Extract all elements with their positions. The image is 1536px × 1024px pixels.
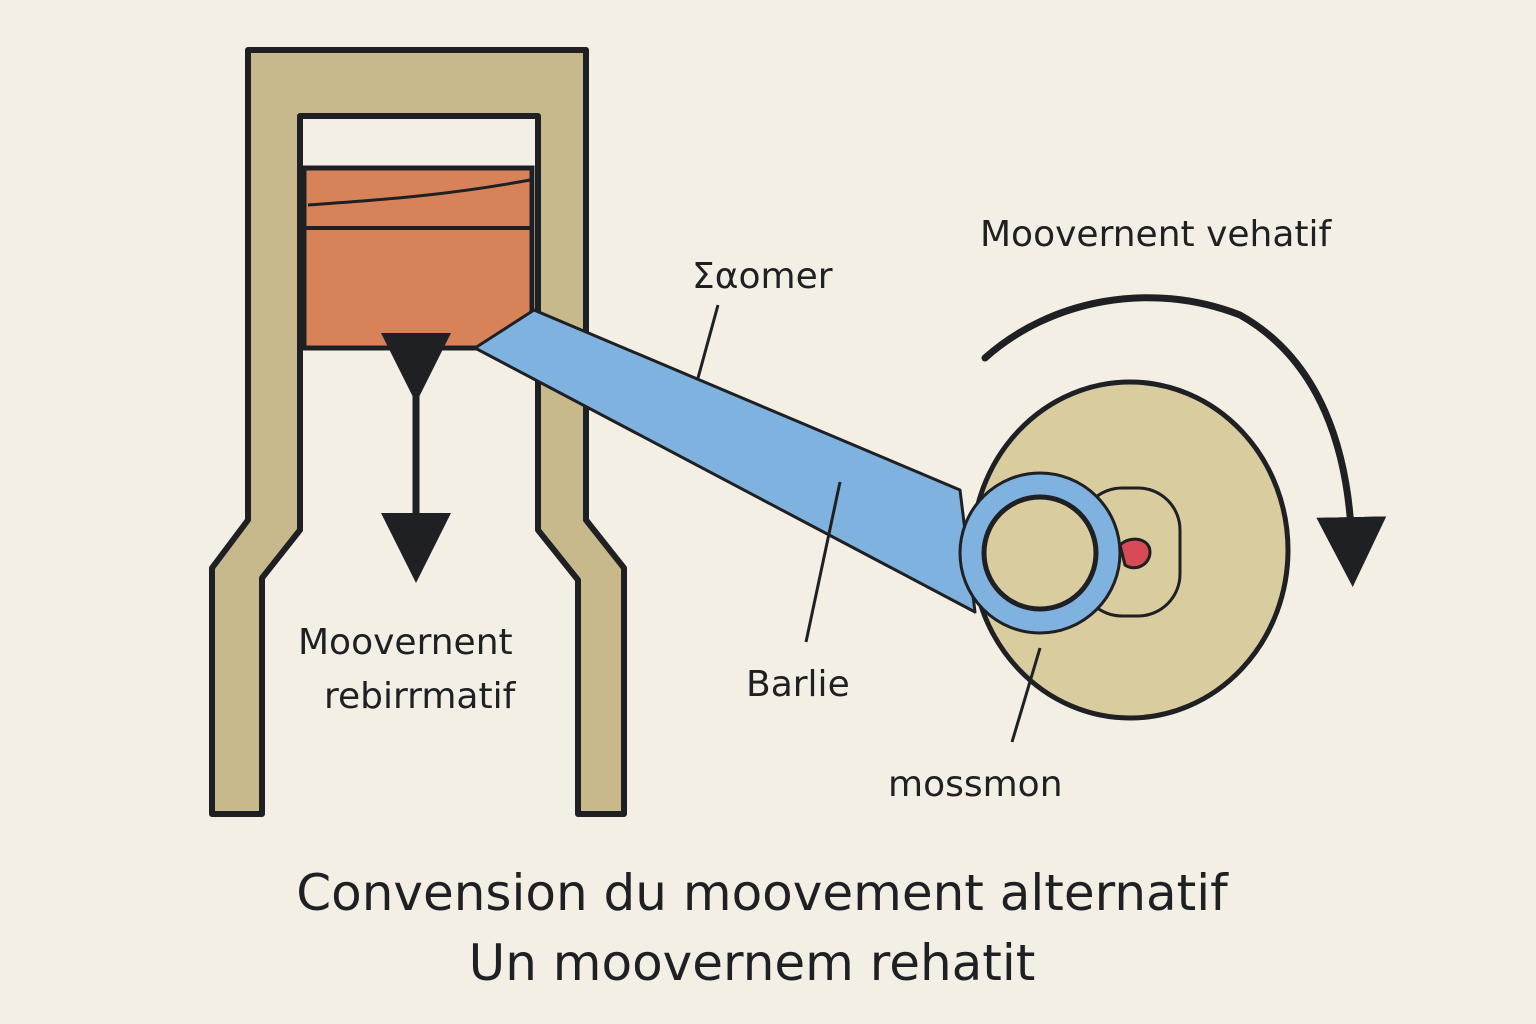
- caption-line1: Convension du moovement alternatif: [296, 864, 1229, 922]
- label-connecting-rod: Σαomer: [692, 256, 833, 297]
- leader-line-crank: [1010, 647, 1042, 743]
- connecting-rod: [473, 308, 1122, 635]
- label-crank: mossmon: [888, 764, 1063, 805]
- crank-pin: [1118, 537, 1152, 570]
- leader-line-rod-top: [696, 304, 720, 379]
- label-reciprocating-line1: Moovernent: [298, 622, 513, 663]
- label-rod-lower: Barlie: [746, 664, 850, 705]
- leader-line-rod-bottom: [804, 481, 842, 643]
- cylinder-frame: [209, 47, 627, 817]
- label-reciprocating-line2: rebirrmatif: [324, 676, 517, 717]
- caption-line2: Un moovernem rehatit: [469, 934, 1036, 992]
- rotation-arrow: [981, 294, 1387, 587]
- piston: [301, 165, 535, 351]
- label-rotary-motion: Moovernent vehatif: [980, 214, 1333, 255]
